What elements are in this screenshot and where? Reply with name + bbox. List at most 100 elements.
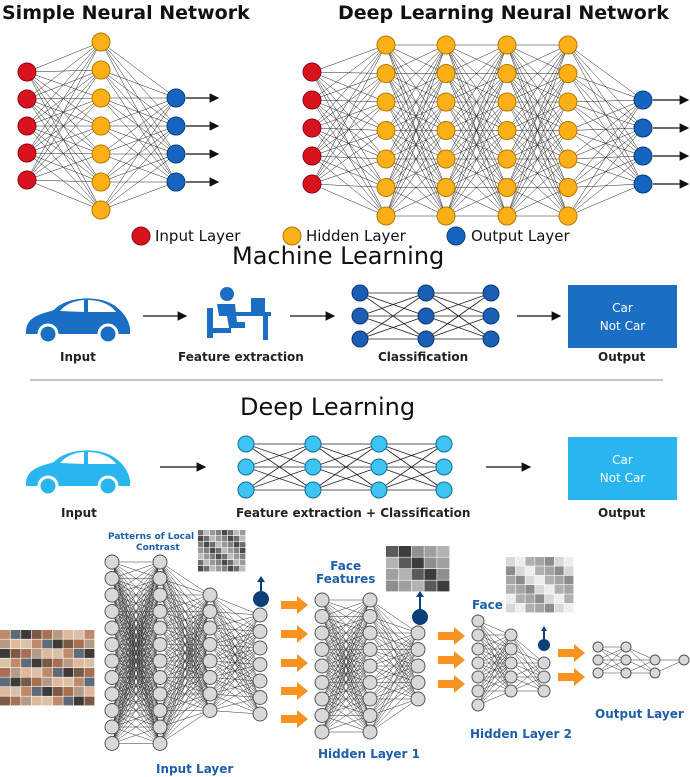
connection-line [26,71,102,99]
face-node [252,624,268,639]
connection-line [159,594,211,662]
connection-line [425,292,492,317]
legend-input-dot [131,226,151,246]
face-orange-arrow [558,644,585,662]
connection-line [111,578,161,744]
mosaic-tile [210,560,216,566]
face-node [152,620,168,636]
local-contrast-patterns-image [198,530,246,572]
mosaic-tile [42,639,53,649]
connection-line [321,616,371,733]
face-node [504,656,518,670]
face-node [592,654,604,666]
mosaic-tile [42,696,53,706]
hidden-node [376,64,396,83]
connection-line [321,599,371,683]
mosaic-tile [42,658,53,668]
connection-line [111,561,161,645]
mosaic-tile [234,542,240,548]
mosaic-tile [525,566,535,576]
connection-line [369,698,419,733]
mosaic-tile [386,546,399,557]
mosaic-tile [10,687,21,696]
person-head [220,287,234,301]
face-node [202,703,218,718]
patterns-label-line1: Patterns of Local [108,532,195,542]
mosaic-tile [0,668,10,677]
mosaic-tile [386,569,399,580]
connection-line [26,71,102,211]
mosaic-tile [228,566,234,572]
ml-output-label: Output [598,350,646,364]
dl-output-not-car: Not Car [599,471,646,485]
mosaic-tile [554,603,564,613]
connection-line [369,632,419,733]
output-node [633,90,653,110]
connection-line [477,648,512,706]
mosaic-tile [210,542,216,548]
mosaic-tile [222,560,228,566]
mosaic-tile [204,560,210,566]
mosaic-tile [0,696,10,706]
connection-line [378,466,445,491]
face-node [152,637,168,652]
connection-line [26,69,102,127]
output-node [166,144,186,164]
mosaic-tile [52,668,63,677]
dl-node [304,435,322,453]
person-body [217,304,245,328]
ml-input-label: Input [60,350,96,364]
mosaic-tile [73,668,84,677]
mosaic-tile [386,557,399,569]
face-node [471,670,485,684]
face-node [202,604,218,619]
input-node [17,143,37,163]
mosaic-tile [31,668,42,677]
connection-line [159,660,211,744]
mosaic-tile [228,530,234,536]
face-node [504,670,518,684]
connection-line [445,44,508,160]
connection-line [26,97,102,181]
mosaic-tile [506,575,516,585]
car-window-front [60,300,84,312]
connection-line [245,443,314,468]
mosaic-tile [210,554,216,560]
mosaic-tile [535,585,545,594]
hidden-node [376,92,396,112]
connection-line [321,599,371,700]
connection-line [159,594,211,711]
connection-line [26,41,102,73]
face-node [202,670,218,685]
connection-line [26,41,102,181]
connection-line [321,599,371,716]
mosaic-tile [73,649,84,658]
mosaic-tile [63,639,74,649]
connection-line [312,443,380,468]
face-label: Face [472,598,503,612]
face-node [362,609,378,624]
connection-line [111,561,161,728]
mosaic-tile [31,649,42,658]
face-node [152,604,168,619]
mosaic-tile [21,668,32,677]
connection-line [100,97,177,183]
face-node [362,675,378,690]
connection-line [510,662,545,692]
mosaic-tile [222,536,228,542]
face-node [104,703,120,718]
connection-line [26,71,102,155]
connection-line [506,101,569,217]
mosaic-tile [506,557,516,566]
face-hidden2-label: Hidden Layer 2 [470,727,572,741]
connection-line [159,594,211,695]
face-up-arrowhead [541,626,547,631]
face-node [104,571,120,586]
connection-line [26,69,102,73]
mosaic-tile [63,658,74,668]
connection-line [209,614,261,645]
mosaic-tile [515,575,525,585]
mosaic-tile [234,566,240,572]
connection-line [321,665,371,733]
connection-line [506,44,569,188]
